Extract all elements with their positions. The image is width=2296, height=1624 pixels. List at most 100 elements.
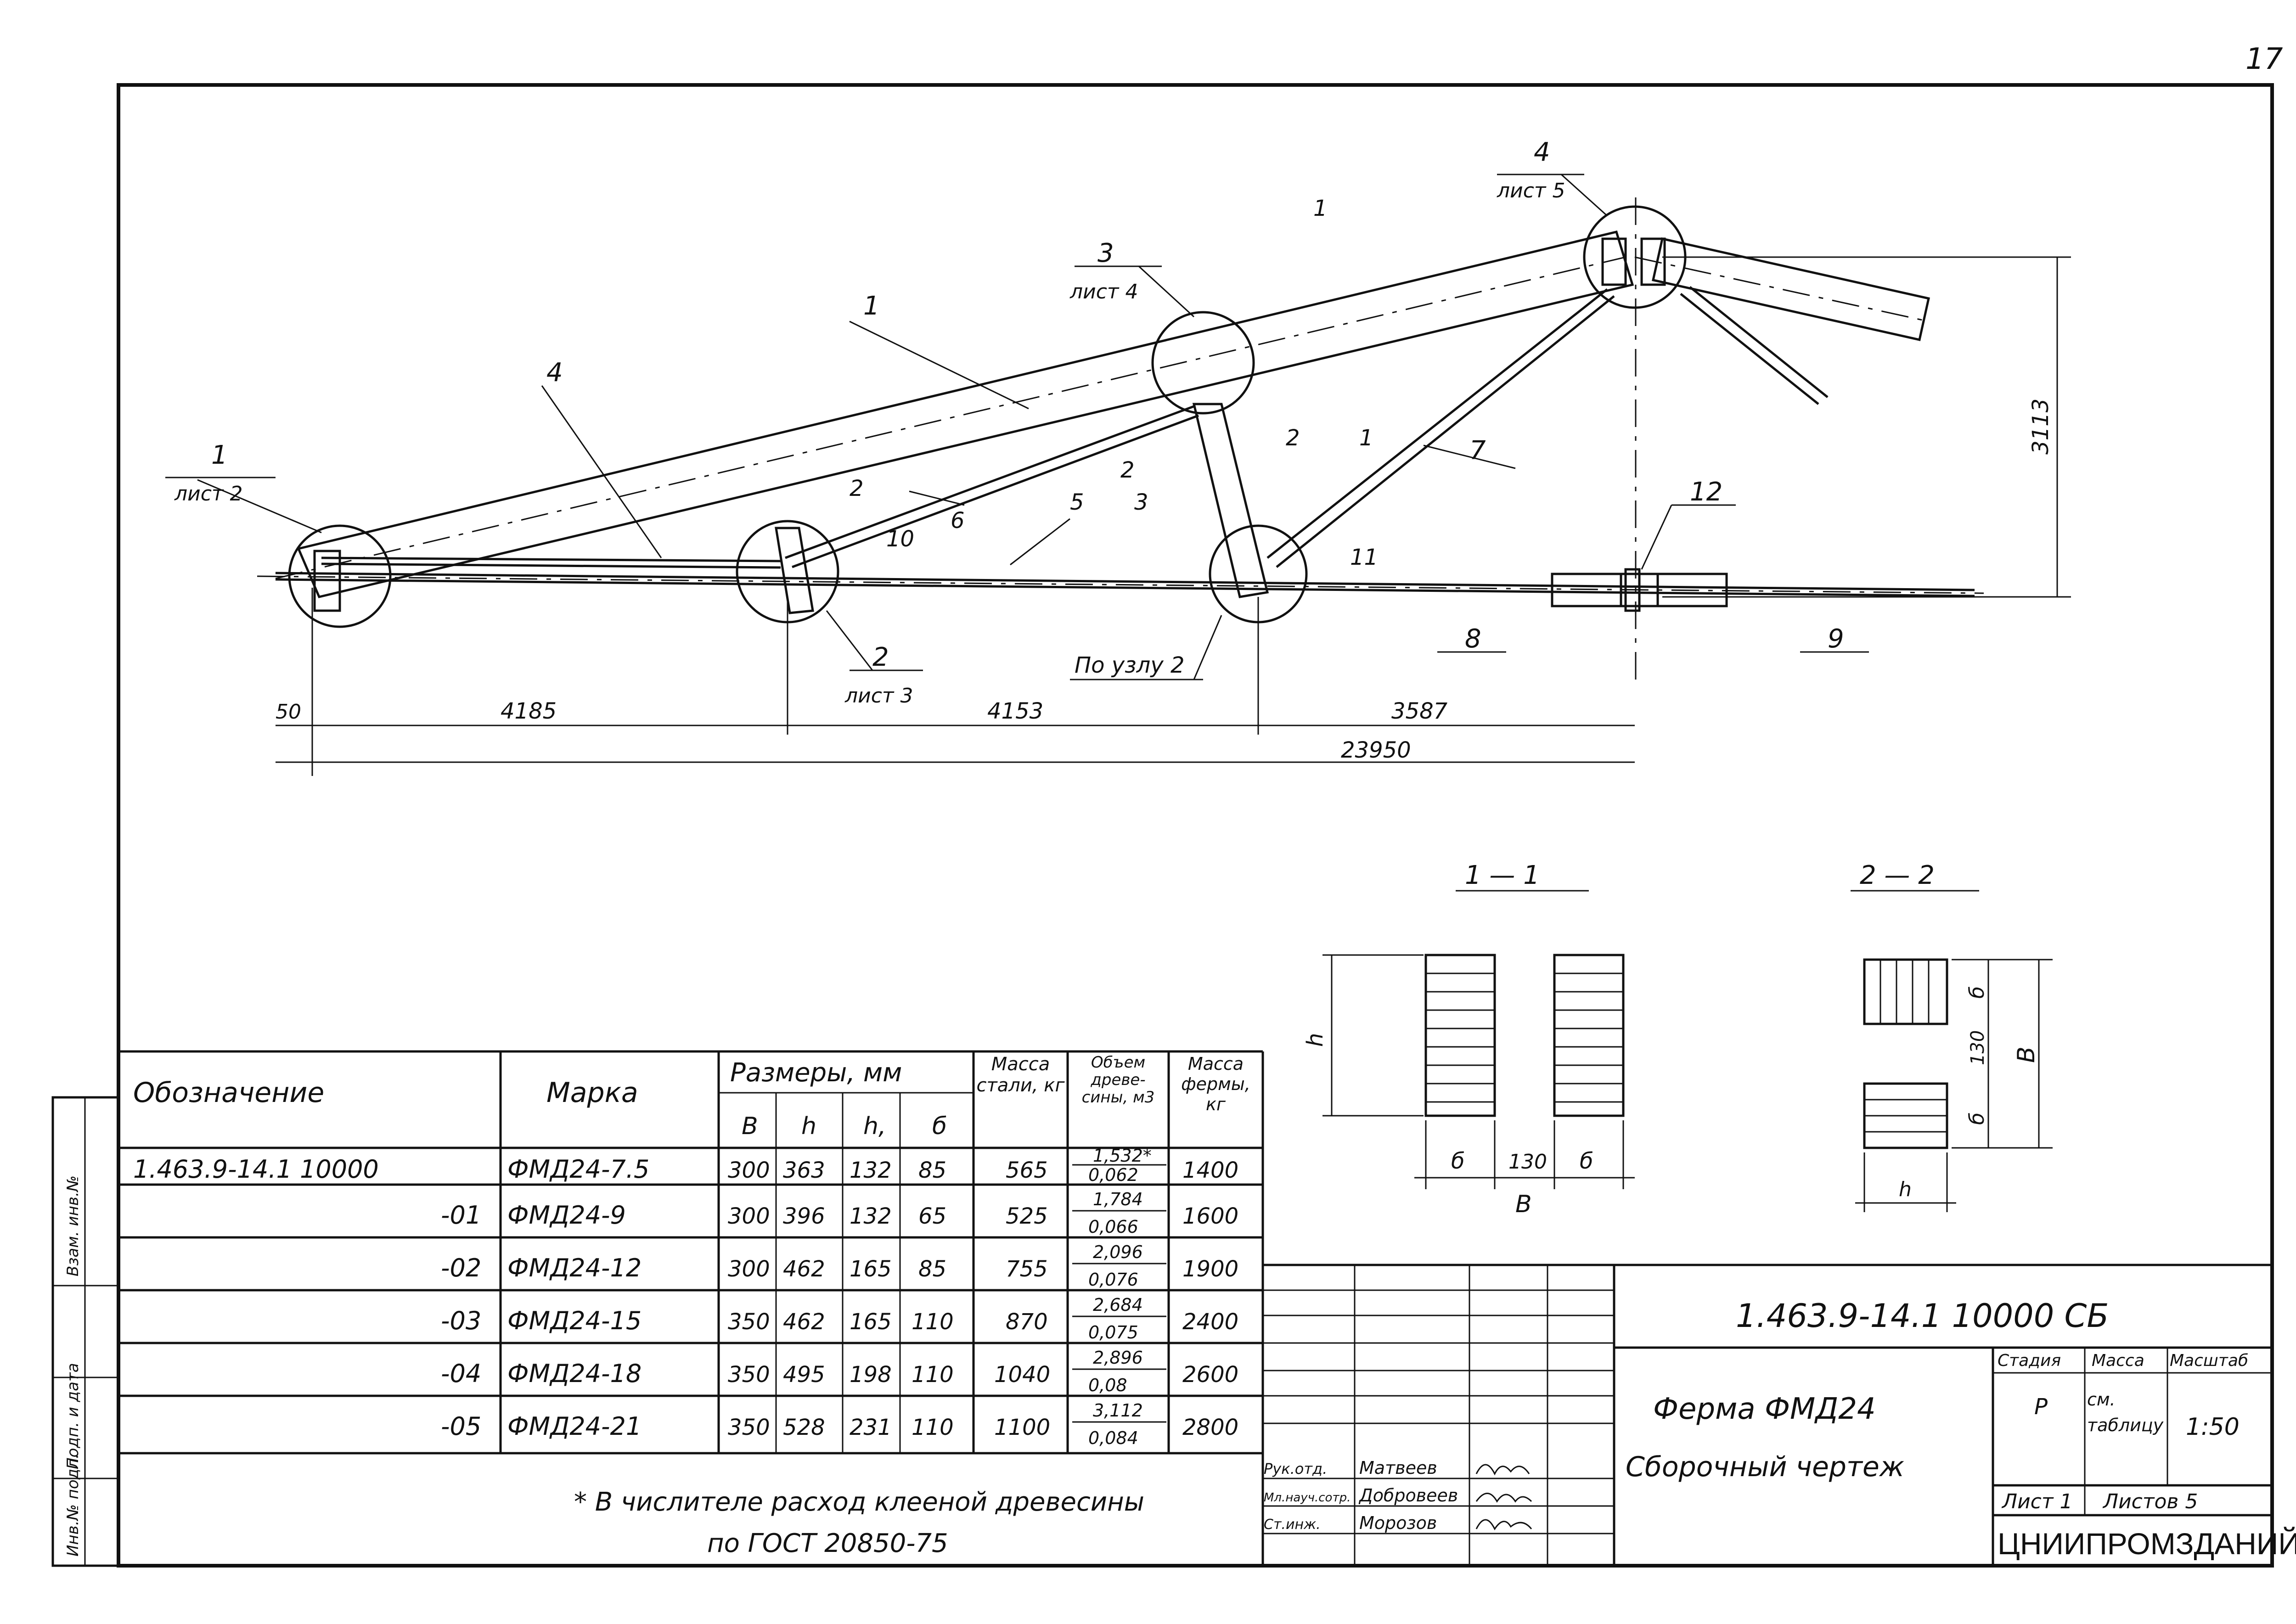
section-2-2-title: 2 — 2 — [1860, 860, 1935, 890]
section-1-1-130: 130 — [1508, 1150, 1547, 1174]
row-truss: 1400 — [1182, 1158, 1238, 1183]
node-4-ref: лист 5 — [1497, 179, 1565, 202]
dim-50: 50 — [276, 700, 301, 724]
row-B: 300 — [728, 1158, 770, 1183]
row-h1: 132 — [850, 1203, 892, 1229]
row-designation: -01 — [441, 1201, 481, 1230]
node-2-label: 2 — [872, 642, 889, 672]
section-1-1: 1 — 1 h б 130 б B — [1302, 860, 1635, 1218]
signatures — [1475, 1464, 1532, 1530]
pos-3: 3 — [1134, 489, 1148, 515]
node-1-circle — [288, 524, 392, 628]
pos-4: 4 — [546, 358, 563, 388]
row-h: 495 — [783, 1362, 825, 1388]
header-truss-mass: Масса фермы, кг — [1181, 1054, 1250, 1114]
header-designation: Обозначение — [133, 1077, 324, 1109]
row-mark: ФМД24-21 — [507, 1412, 642, 1441]
name-3: Морозов — [1359, 1513, 1437, 1533]
section-2-mark: 2 — [1286, 425, 1300, 451]
dim-4153: 4153 — [987, 698, 1043, 724]
row-steel: 1040 — [994, 1362, 1050, 1388]
node-3-circle — [1151, 311, 1255, 415]
section-1-1-title: 1 — 1 — [1465, 860, 1540, 890]
side-stamp-label-2: Подп. и дата — [64, 1363, 82, 1469]
row-h1: 198 — [850, 1362, 892, 1388]
row-wood-top: 2,896 — [1093, 1348, 1143, 1368]
name-1: Матвеев — [1359, 1458, 1437, 1478]
header-dims: Размеры, мм — [730, 1058, 902, 1088]
role-1: Рук.отд. — [1264, 1460, 1327, 1478]
section-1-1-b-right: б — [1580, 1148, 1593, 1174]
table-row: -02 ФМД24-12 300 462 165 85 755 2,096 0,… — [441, 1242, 1238, 1290]
mass-label: Масса — [2092, 1351, 2144, 1370]
side-stamp-label-3: Взам. инв.№ — [64, 1175, 82, 1276]
section-1-1-h: h — [1302, 1033, 1328, 1047]
row-b: 110 — [912, 1415, 954, 1440]
section-2-2: 2 — 2 б 130 б В h — [1851, 860, 2053, 1212]
stage-value: Р — [2034, 1394, 2048, 1420]
row-designation: 1.463.9-14.1 10000 — [133, 1155, 379, 1184]
header-wood-volume: Объем древе- сины, м3 — [1081, 1054, 1155, 1107]
row-designation: -04 — [441, 1359, 481, 1388]
section-2-2-B: В — [2013, 1046, 2040, 1063]
header-dim-h1: h, — [863, 1113, 886, 1140]
title-block: 1.463.9-14.1 10000 СБ Ферма ФМД24 Сбороч… — [1261, 1264, 2296, 1566]
section-1-mark-lower: 1 — [1359, 425, 1373, 451]
pos-11: 11 — [1350, 545, 1378, 570]
pos-10: 10 — [886, 526, 914, 552]
section-2-2-130: 130 — [1967, 1030, 1988, 1065]
header-mark: Марка — [546, 1077, 638, 1109]
row-steel: 870 — [1006, 1309, 1048, 1335]
row-steel: 525 — [1006, 1203, 1048, 1229]
section-1-mark-upper: 1 — [1313, 196, 1328, 221]
row-wood-top: 2,096 — [1093, 1242, 1143, 1262]
section-1-1-b-left: б — [1451, 1148, 1465, 1174]
row-h: 528 — [783, 1415, 825, 1440]
row-mark: ФМД24-18 — [507, 1359, 642, 1388]
row-wood-bottom: 0,062 — [1088, 1165, 1138, 1185]
web-members — [775, 288, 1615, 614]
section-2-2-b-top: б — [1965, 986, 1989, 999]
dim-3587: 3587 — [1391, 698, 1448, 724]
node-3-label: 3 — [1097, 238, 1114, 268]
row-h: 363 — [783, 1158, 825, 1183]
truss-drawing: 1 лист 2 2 лист 3 3 лист 4 4 лист 5 По у… — [165, 137, 2071, 776]
section-2-2-h: h — [1899, 1178, 1912, 1201]
row-wood-top: 2,684 — [1093, 1295, 1143, 1315]
organization: ЦНИИПРОМЗДАНИЙ — [1998, 1526, 2296, 1561]
row-B: 300 — [728, 1256, 770, 1282]
stage-label: Стадия — [1998, 1351, 2061, 1370]
row-wood-bottom: 0,084 — [1088, 1428, 1138, 1448]
row-mark: ФМД24-12 — [507, 1253, 642, 1282]
drawing-frame — [117, 83, 2274, 1568]
row-mark: ФМД24-15 — [507, 1306, 642, 1335]
row-truss: 1600 — [1182, 1203, 1238, 1229]
row-wood-top: 3,112 — [1093, 1400, 1143, 1421]
sheets-label: Листов 5 — [2102, 1490, 2198, 1513]
scale-label: Масштаб — [2170, 1351, 2248, 1370]
mass-value: см. таблицу — [2087, 1389, 2164, 1435]
header-steel-mass: Масса стали, кг — [976, 1054, 1065, 1096]
row-designation: -05 — [441, 1412, 481, 1441]
dimensions: 50 4185 4153 3587 23950 3113 — [276, 256, 2071, 776]
row-truss: 2400 — [1182, 1309, 1238, 1335]
row-B: 300 — [728, 1203, 770, 1229]
row-h1: 165 — [850, 1256, 892, 1282]
pos-2-section: 2 — [1120, 457, 1135, 483]
pos-12: 12 — [1690, 477, 1722, 507]
title-code: 1.463.9-14.1 10000 СБ — [1736, 1297, 2109, 1335]
dim-4185: 4185 — [501, 698, 557, 724]
footnote-line-2: по ГОСТ 20850-75 — [707, 1528, 948, 1558]
node-1-ref: лист 2 — [174, 482, 243, 506]
row-wood-top: 1,784 — [1093, 1189, 1143, 1209]
table-row: -03 ФМД24-15 350 462 165 110 870 2,684 0… — [441, 1295, 1238, 1343]
dim-height: 3113 — [2028, 399, 2054, 455]
pos-8: 8 — [1465, 624, 1481, 654]
row-designation: -03 — [441, 1306, 481, 1335]
row-designation: -02 — [441, 1253, 481, 1282]
row-b: 65 — [918, 1203, 946, 1229]
row-B: 350 — [728, 1309, 770, 1335]
row-h1: 165 — [850, 1309, 892, 1335]
